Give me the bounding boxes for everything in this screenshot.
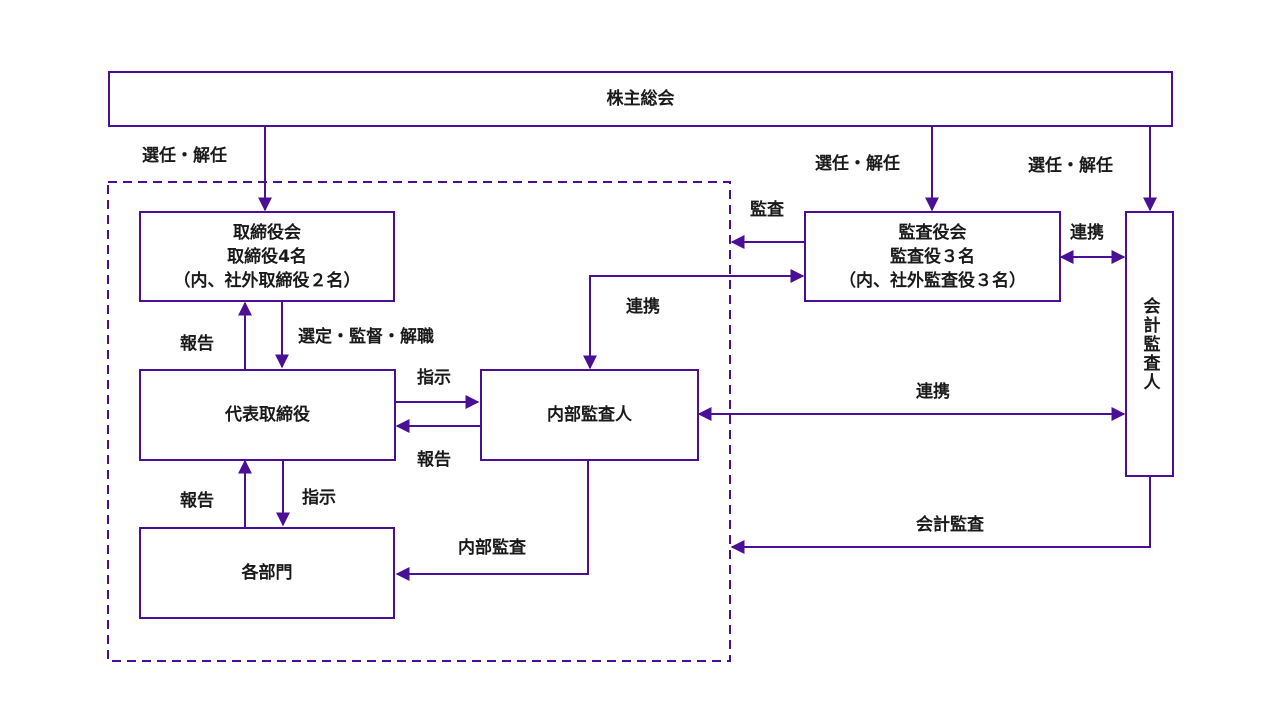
departments-label: 各部門 [241,563,293,583]
representative-director-label: 代表取締役 [225,405,310,425]
board-title: 取締役会 [233,222,301,243]
governance-boundary [107,181,731,662]
label-internal-audit: 内部監査 [458,538,526,558]
shareholders-label: 株主総会 [606,89,675,109]
arrow-coop-internal-audit [583,269,805,370]
label-accounting-audit: 会計監査 [916,515,984,535]
audit-board-members: 監査役３名 [890,246,975,267]
audit-board-title: 監査役会 [898,222,967,243]
label-coop-internal-accounting: 連携 [916,382,950,402]
audit-board-box: 監査役会 監査役３名 （内、社外監査役３名） [804,211,1061,302]
shareholders-box: 株主総会 [108,71,1173,127]
label-elect-dismiss-board: 選任・解任 [142,146,227,166]
label-elect-dismiss-accounting: 選任・解任 [1028,156,1113,176]
board-outside-members: （内、社外取締役２名） [173,270,361,291]
label-report-internal-rep: 報告 [417,450,451,470]
label-instruct-rep-internal: 指示 [417,368,451,388]
representative-director-box: 代表取締役 [139,369,396,461]
audit-board-outside-members: （内、社外監査役３名） [839,270,1026,291]
label-select-supervise-dismiss: 選定・監督・解職 [298,327,434,347]
internal-auditor-box: 内部監査人 [480,369,699,461]
accounting-auditor-box: 会計監査人 [1125,211,1174,477]
label-audit: 監査 [750,200,784,220]
accounting-auditor-label: 会計監査人 [1139,296,1160,392]
label-coop-audit-accounting: 連携 [1070,223,1104,243]
label-report-dept-rep: 報告 [180,491,214,511]
label-elect-dismiss-audit: 選任・解任 [815,154,900,174]
label-report-rep-board: 報告 [180,334,214,354]
label-instruct-rep-dept: 指示 [302,488,336,508]
board-box: 取締役会 取締役4名 （内、社外取締役２名） [139,211,395,302]
departments-box: 各部門 [139,527,395,619]
label-coop-audit-internal: 連携 [626,297,660,317]
arrow-internal-audit [395,459,589,581]
board-members: 取締役4名 [227,246,307,267]
internal-auditor-label: 内部監査人 [547,405,632,425]
arrow-accounting-audit [730,475,1151,554]
